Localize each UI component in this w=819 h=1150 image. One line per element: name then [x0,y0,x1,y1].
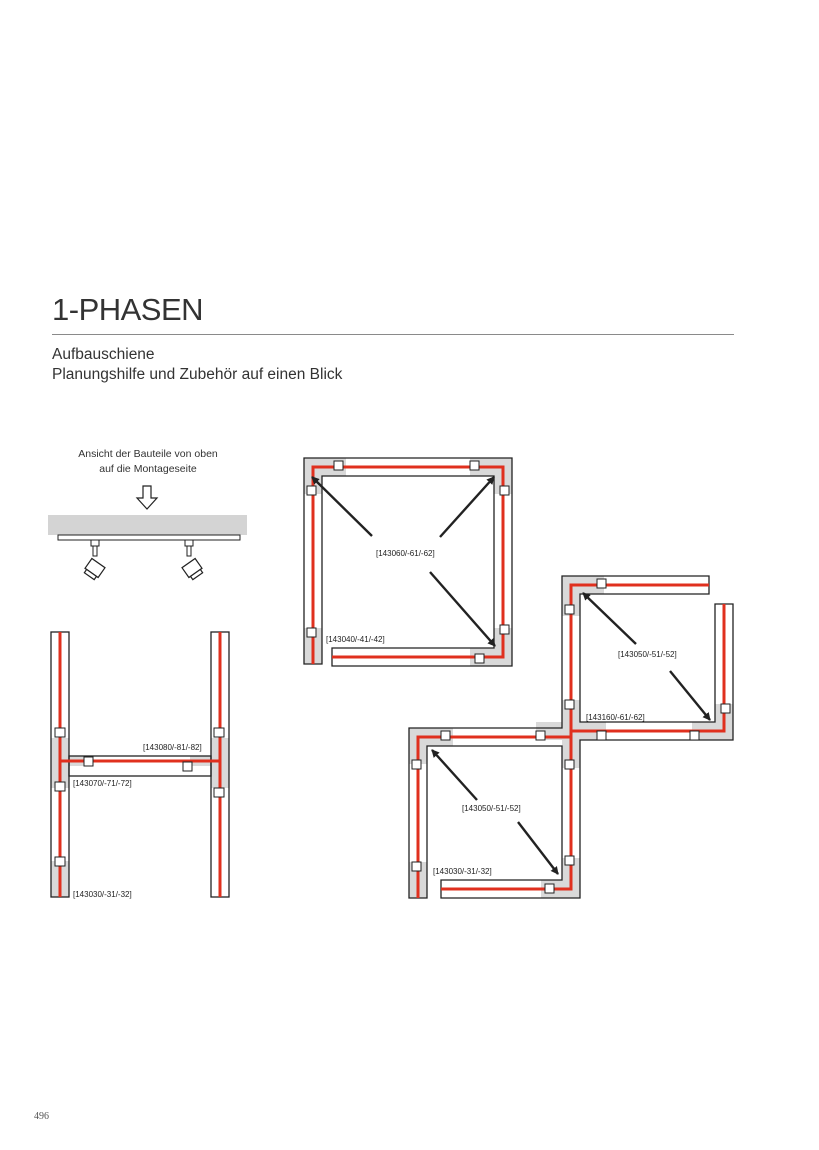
h-layout: [143080/-81/-82] [143070/-71/-72] [14303… [50,631,230,899]
label-feed-in: [143040/-41/-42] [326,635,385,644]
subtitle-product: Aufbauschiene [52,346,155,363]
label-feed-in: [143030/-31/-32] [73,890,132,899]
pointer-arrow-icon [669,670,711,721]
pointer-arrow-icon [517,821,559,875]
page-number: 496 [34,1111,49,1122]
mounted-track-rail [57,534,241,541]
square-track-rail [303,457,513,667]
pointer-arrow-icon [439,476,495,538]
page-title: 1-PHASEN [52,292,204,327]
illustration-caption: Ansicht der Bauteile von oben auf die Mo… [48,447,248,477]
label-corner-connector: [143060/-61/-62] [376,549,435,558]
ceiling-slab [48,515,247,535]
pointer-arrow-icon [431,749,478,801]
label-feed-in: [143030/-31/-32] [433,867,492,876]
title-divider [52,334,734,335]
subtitle-description: Planungshilfe und Zubehör auf einen Blic… [52,366,343,383]
spotlight-icon [181,539,204,581]
pointer-arrow-icon [311,476,373,537]
label-corner-connector-upper: [143050/-51/-52] [618,650,677,659]
down-arrow-icon [135,485,159,510]
square-layout: [143060/-61/-62] [143040/-41/-42] [303,457,513,667]
label-straight-coupler: [143070/-71/-72] [73,779,132,788]
track-rail-crossbar [68,755,212,777]
label-corner-connector-lower: [143050/-51/-52] [462,804,521,813]
caption-line-2: auf die Montageseite [99,463,197,475]
caption-line-1: Ansicht der Bauteile von oben [78,448,218,460]
mounting-illustration [48,485,247,581]
label-cross-connector: [143160/-61/-62] [586,713,645,722]
pointer-arrow-icon [429,571,496,647]
conductor-line [311,465,505,664]
offset-layout: [143050/-51/-52] [143160/-61/-62] [14305… [408,575,734,899]
label-tee-connector: [143080/-81/-82] [143,743,202,752]
offset-track-rail [408,575,734,899]
pointer-arrow-icon [582,592,637,645]
conductor-line [416,583,726,898]
spotlight-icon [83,539,106,581]
